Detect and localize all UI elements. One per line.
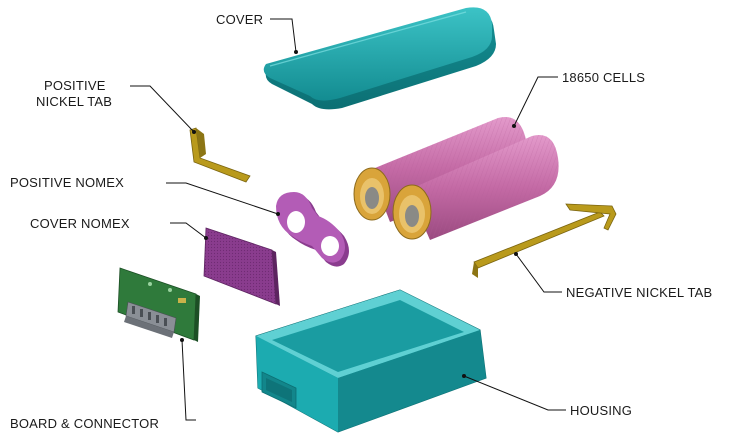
label-cover-nomex: COVER NOMEX — [30, 216, 130, 231]
leader-lines — [130, 18, 566, 421]
label-positive-nomex: POSITIVE NOMEX — [10, 175, 124, 190]
positive-nickel-tab-part — [189, 127, 251, 183]
labels: COVER 18650 CELLS POSITIVE NICKEL TAB PO… — [10, 12, 712, 431]
board-connector-part — [117, 267, 200, 342]
label-housing: HOUSING — [570, 403, 632, 418]
label-negative-tab: NEGATIVE NICKEL TAB — [566, 285, 712, 300]
label-cover: COVER — [216, 12, 263, 27]
label-positive-tab-line2: NICKEL TAB — [36, 94, 112, 109]
cells-part — [353, 116, 559, 240]
housing-part — [255, 289, 487, 433]
negative-nickel-tab-part — [472, 203, 617, 278]
cover-nomex-part — [203, 227, 280, 306]
label-cells: 18650 CELLS — [562, 70, 645, 85]
label-positive-tab-line1: POSITIVE — [44, 78, 106, 93]
label-board: BOARD & CONNECTOR — [10, 416, 159, 431]
cover-part — [263, 7, 496, 110]
positive-nomex-part — [276, 192, 349, 267]
